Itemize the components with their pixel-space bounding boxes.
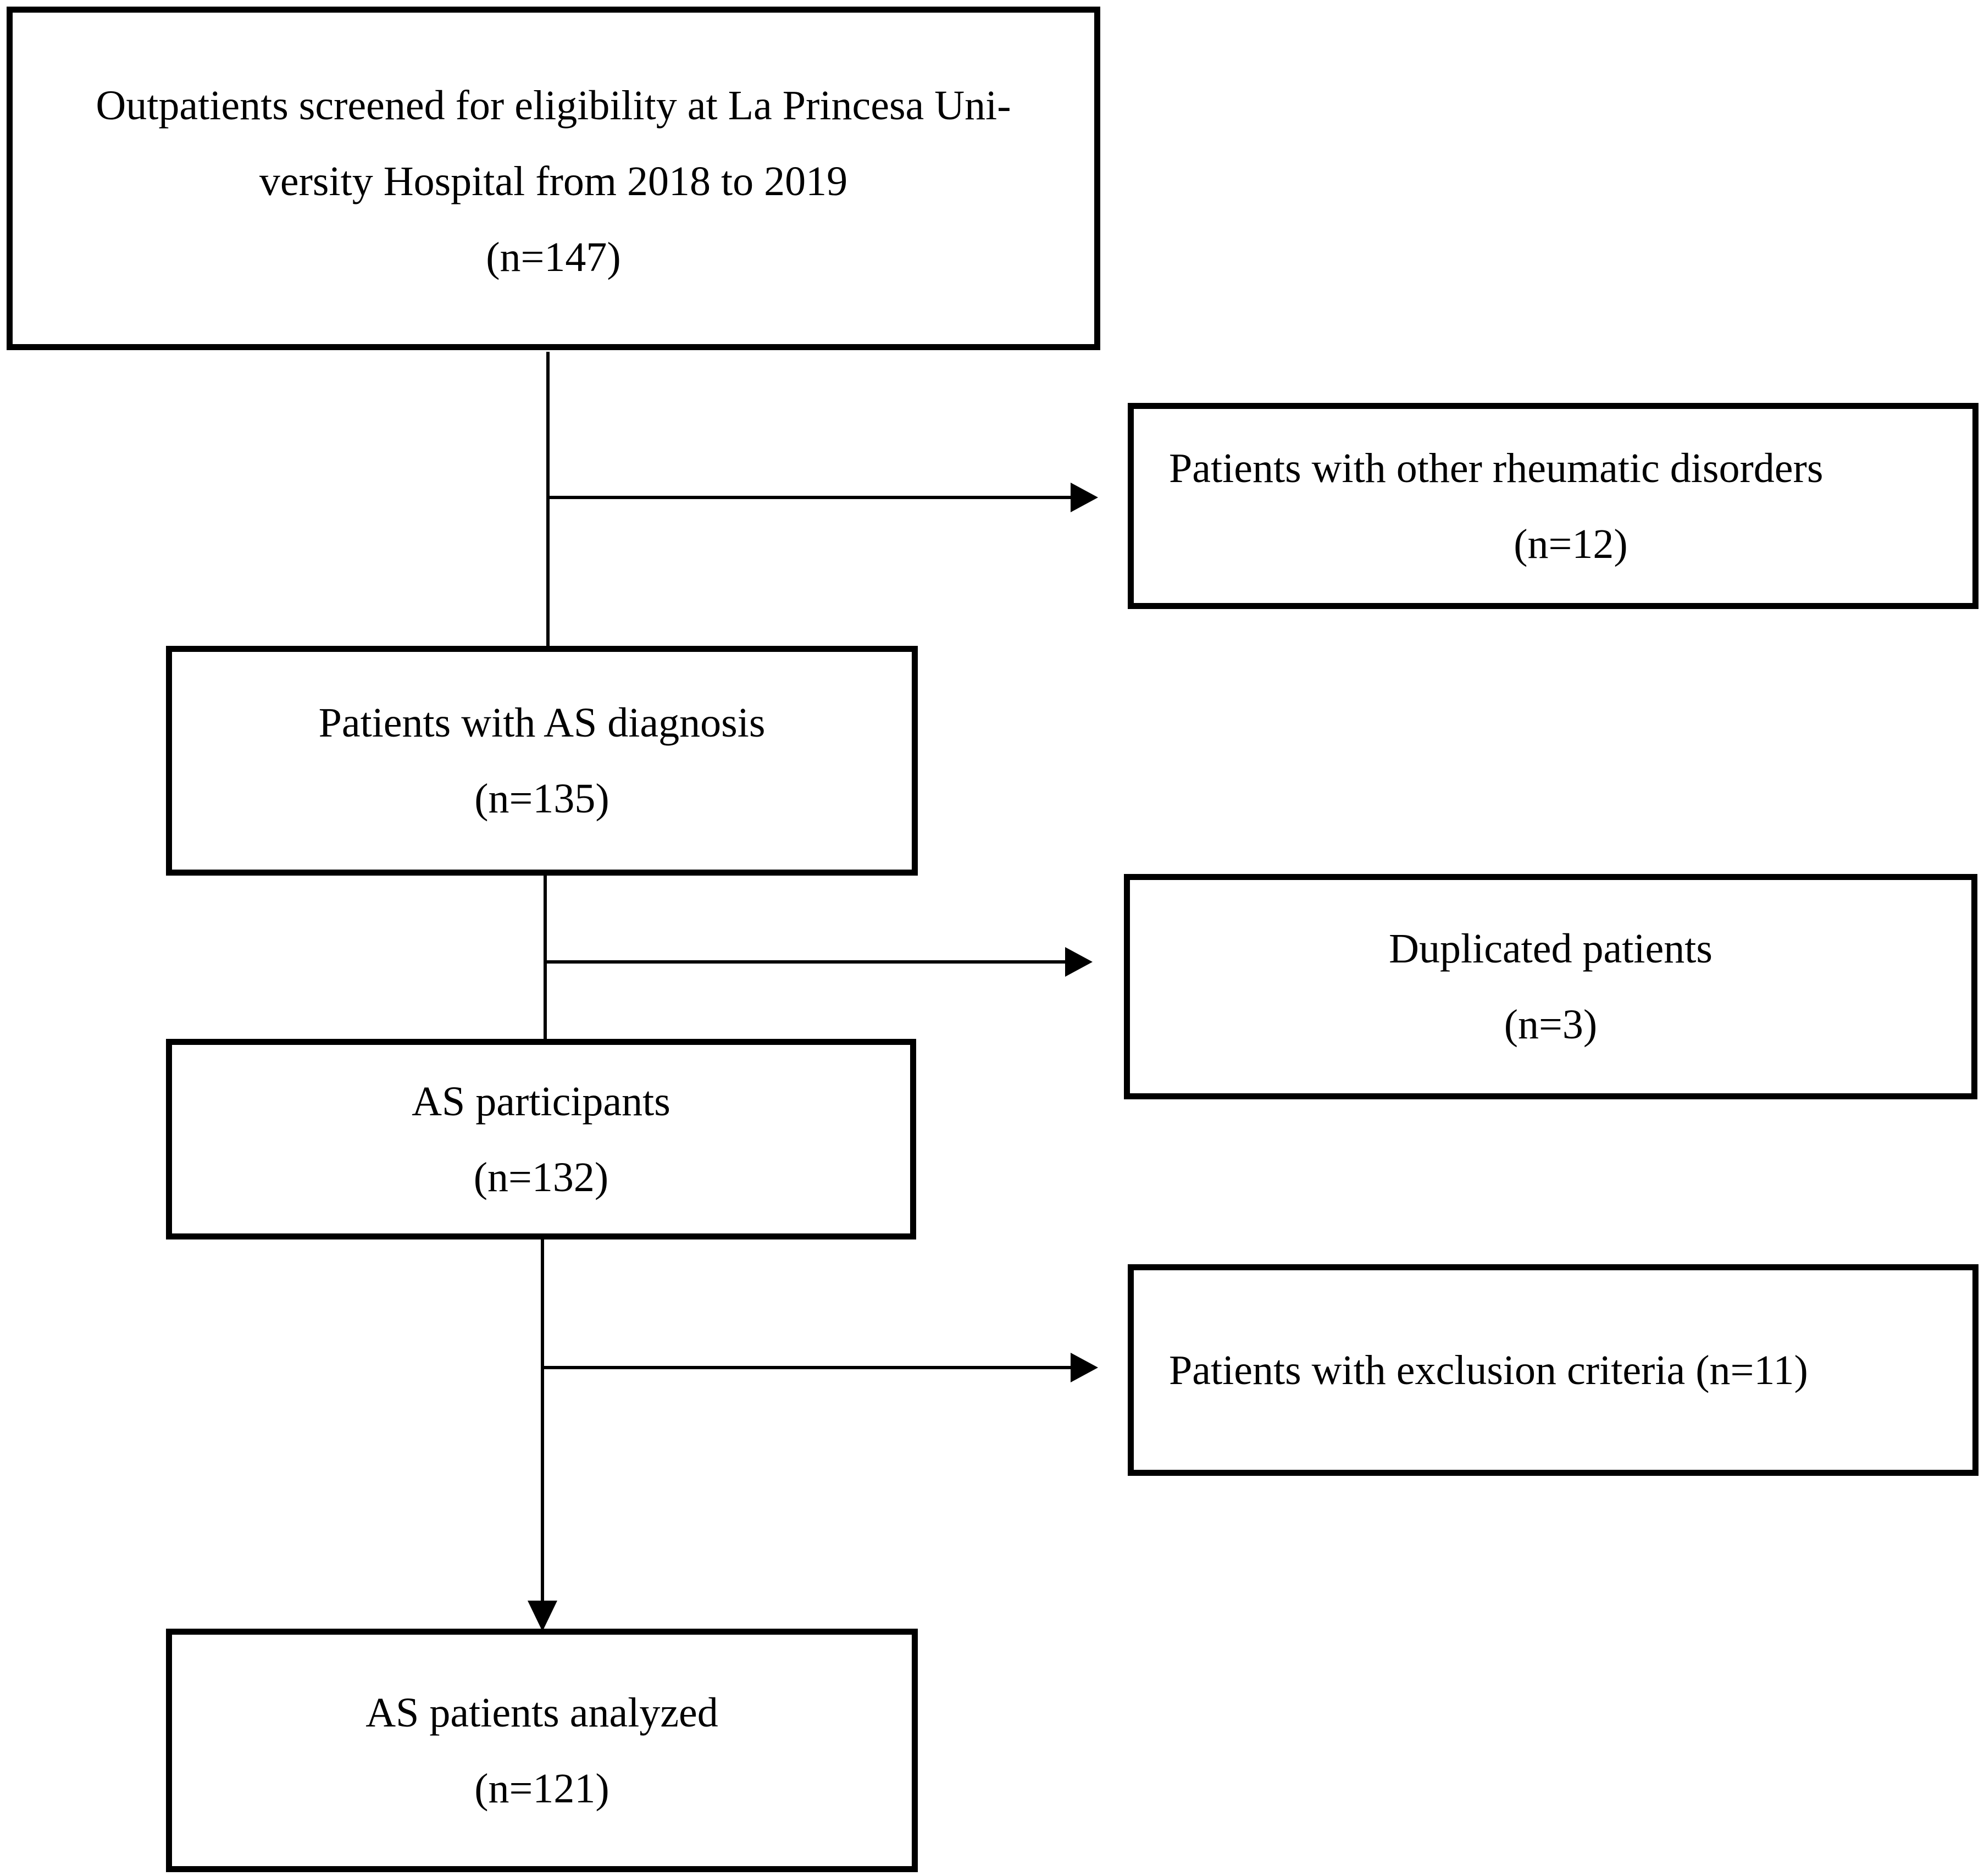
as-participants-label: AS participants xyxy=(412,1078,670,1125)
other-rheumatic-box: Patients with other rheumatic disorders … xyxy=(1128,403,1979,609)
arrowhead-exclusion xyxy=(1071,1353,1098,1382)
arrowhead-other-rheumatic xyxy=(1071,483,1098,512)
exclusion-label: Patients with exclusion criteria (n=11) xyxy=(1169,1347,1808,1393)
arrowhead-analyzed xyxy=(528,1601,557,1631)
duplicated-box: Duplicated patients (n=3) xyxy=(1124,874,1977,1099)
as-diagnosis-label: Patients with AS diagnosis xyxy=(318,700,766,746)
exclusion-box: Patients with exclusion criteria (n=11) xyxy=(1128,1264,1979,1476)
as-participants-count: (n=132) xyxy=(473,1154,609,1200)
screened-count: (n=147) xyxy=(486,234,621,280)
duplicated-count: (n=3) xyxy=(1504,1001,1598,1048)
as-participants-box: AS participants (n=132) xyxy=(166,1039,916,1239)
as-diagnosis-box: Patients with AS diagnosis (n=135) xyxy=(166,646,918,876)
analyzed-count: (n=121) xyxy=(474,1765,609,1812)
screened-label-line-2: versity Hospital from 2018 to 2019 xyxy=(259,158,848,204)
as-diagnosis-count: (n=135) xyxy=(474,776,609,822)
duplicated-label: Duplicated patients xyxy=(1389,926,1713,972)
other-rheumatic-label: Patients with other rheumatic disorders xyxy=(1169,445,1824,491)
analyzed-box: AS patients analyzed (n=121) xyxy=(166,1629,918,1872)
screened-box: Outpatients screened for eligibility at … xyxy=(7,7,1100,350)
screened-label-line-1: Outpatients screened for eligibility at … xyxy=(96,82,1011,129)
arrowhead-duplicated xyxy=(1065,947,1093,977)
analyzed-label: AS patients analyzed xyxy=(365,1689,718,1736)
other-rheumatic-count: (n=12) xyxy=(1514,521,1628,567)
